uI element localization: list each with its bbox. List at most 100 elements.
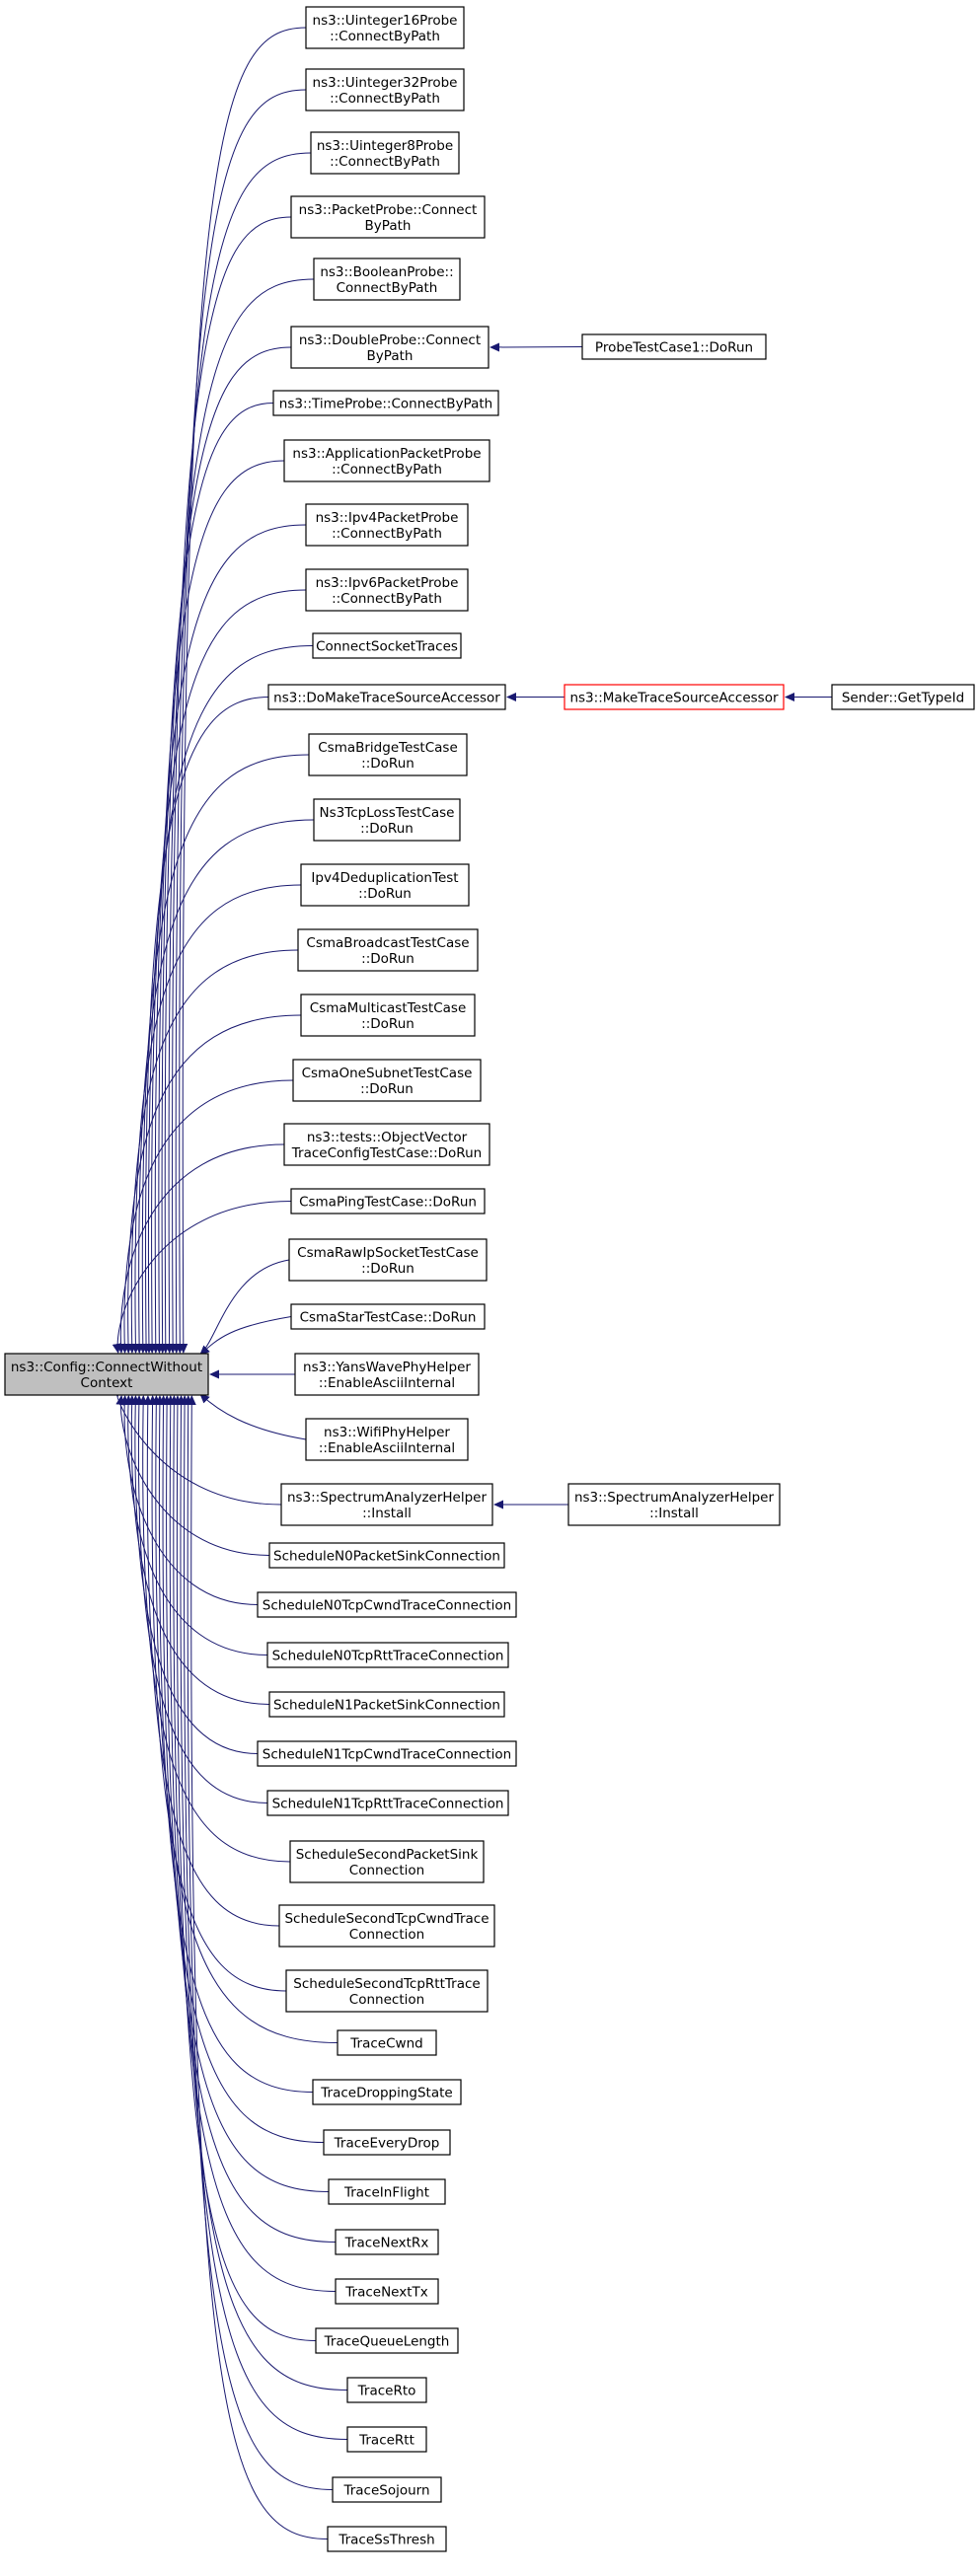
caller-node-n25[interactable]: ScheduleN0PacketSinkConnection — [268, 1542, 505, 1569]
caller-node-n14[interactable]: Ipv4DeduplicationTest::DoRun — [300, 863, 470, 907]
caller-node-n30[interactable]: ScheduleN1TcpRttTraceConnection — [266, 1790, 509, 1816]
node-label-line: Ns3TcpLossTestCase — [320, 805, 455, 821]
caller-node-n13[interactable]: Ns3TcpLossTestCase::DoRun — [313, 798, 461, 842]
caller-node-n4[interactable]: ns3::BooleanProbe::ConnectByPath — [313, 258, 461, 301]
caller-node-n17[interactable]: CsmaOneSubnetTestCase::DoRun — [292, 1059, 482, 1102]
caller-node-n29[interactable]: ScheduleN1TcpCwndTraceConnection — [257, 1740, 517, 1767]
node-label-line: ::DoRun — [360, 1081, 414, 1097]
node-box — [290, 1188, 486, 1214]
caller-node-n5[interactable]: ns3::DoubleProbe::ConnectByPath — [290, 326, 490, 369]
node-box — [305, 6, 465, 49]
third-node-k0[interactable]: Sender::GetTypeId — [831, 684, 975, 710]
node-label-line: ScheduleN0TcpCwndTraceConnection — [263, 1598, 511, 1614]
node-label-line: ns3::DoubleProbe::Connect — [299, 332, 481, 348]
node-label-line: Connection — [349, 1927, 424, 1943]
node-label-line: TraceSojourn — [342, 2483, 429, 2499]
caller-node-n6[interactable]: ns3::TimeProbe::ConnectByPath — [272, 390, 499, 416]
second-node-m1[interactable]: ns3::MakeTraceSourceAccessor — [564, 684, 785, 710]
caller-node-n40[interactable]: TraceQueueLength — [315, 2327, 459, 2354]
node-box — [292, 1059, 482, 1102]
call-edge — [161, 346, 292, 1354]
caller-node-n2[interactable]: ns3::Uinteger8Probe::ConnectByPath — [310, 131, 460, 175]
second-node-m0[interactable]: ProbeTestCase1::DoRun — [581, 333, 767, 360]
caller-node-n18[interactable]: ns3::tests::ObjectVectorTraceConfigTestC… — [283, 1123, 490, 1166]
node-box — [305, 68, 465, 111]
node-box — [312, 632, 462, 659]
node-label-line: ns3::tests::ObjectVector — [307, 1130, 468, 1145]
node-label-line: ns3::PacketProbe::Connect — [299, 202, 478, 218]
caller-node-n42[interactable]: TraceRtt — [346, 2426, 427, 2453]
call-edge — [490, 342, 583, 352]
caller-node-n19[interactable]: CsmaPingTestCase::DoRun — [290, 1188, 486, 1214]
caller-node-n34[interactable]: TraceCwnd — [337, 2029, 437, 2056]
call-edge — [119, 1395, 259, 1605]
caller-node-n37[interactable]: TraceInFlight — [328, 2178, 446, 2205]
caller-node-n0[interactable]: ns3::Uinteger16Probe::ConnectByPath — [305, 6, 465, 49]
caller-node-n39[interactable]: TraceNextTx — [335, 2278, 439, 2305]
caller-node-n16[interactable]: CsmaMulticastTestCase::DoRun — [300, 994, 476, 1037]
call-edge — [109, 1385, 282, 1506]
caller-node-n36[interactable]: TraceEveryDrop — [323, 2129, 451, 2156]
caller-node-n3[interactable]: ns3::PacketProbe::ConnectByPath — [290, 195, 486, 239]
caller-node-n12[interactable]: CsmaBridgeTestCase::DoRun — [308, 733, 468, 776]
node-label-line: ns3::DoMakeTraceSourceAccessor — [273, 691, 500, 706]
node-label-line: TraceQueueLength — [324, 2334, 450, 2350]
call-edge — [151, 524, 307, 1354]
caller-node-n7[interactable]: ns3::ApplicationPacketProbe::ConnectByPa… — [283, 439, 490, 482]
second-node-m2[interactable]: ns3::SpectrumAnalyzerHelper::Install — [567, 1483, 781, 1526]
node-label-line: ::ConnectByPath — [330, 29, 440, 44]
caller-node-n26[interactable]: ScheduleN0TcpCwndTraceConnection — [257, 1591, 517, 1618]
node-label-line: TraceDroppingState — [320, 2086, 452, 2101]
caller-node-n11[interactable]: ns3::DoMakeTraceSourceAccessor — [267, 684, 506, 710]
node-label-line: TraceSsThresh — [338, 2533, 434, 2548]
node-label-line: ConnectSocketTraces — [316, 639, 458, 655]
caller-node-n10[interactable]: ConnectSocketTraces — [312, 632, 462, 659]
node-label-line: ::ConnectByPath — [330, 154, 440, 170]
caller-node-n24[interactable]: ns3::SpectrumAnalyzerHelper::Install — [280, 1483, 493, 1526]
call-edge — [165, 278, 315, 1354]
node-box — [305, 568, 469, 612]
node-label-line: CsmaStarTestCase::DoRun — [300, 1310, 477, 1326]
node-label-line: ::DoRun — [361, 1261, 414, 1277]
caller-node-n21[interactable]: CsmaStarTestCase::DoRun — [290, 1303, 486, 1330]
caller-node-n38[interactable]: TraceNextRx — [335, 2229, 439, 2255]
node-box — [313, 258, 461, 301]
node-label-line: ns3::Ipv4PacketProbe — [316, 510, 459, 526]
node-label-line: ns3::WifiPhyHelper — [324, 1425, 450, 1440]
caller-node-n35[interactable]: TraceDroppingState — [312, 2079, 462, 2105]
node-label-line: ::ConnectByPath — [330, 91, 440, 107]
node-box — [283, 1123, 490, 1166]
node-label-line: TraceRtt — [358, 2433, 414, 2449]
call-edge — [199, 1316, 292, 1356]
node-box — [337, 2029, 437, 2056]
node-box — [257, 1591, 517, 1618]
caller-node-n41[interactable]: TraceRto — [346, 2377, 427, 2403]
caller-node-n23[interactable]: ns3::WifiPhyHelper::EnableAsciiInternal — [305, 1418, 469, 1461]
caller-node-n44[interactable]: TraceSsThresh — [327, 2526, 447, 2552]
call-edge — [199, 1259, 290, 1356]
node-box — [581, 333, 767, 360]
caller-node-n9[interactable]: ns3::Ipv6PacketProbe::ConnectByPath — [305, 568, 469, 612]
node-box — [267, 684, 506, 710]
caller-node-n43[interactable]: TraceSojourn — [332, 2476, 442, 2503]
node-label-line: ByPath — [365, 218, 412, 234]
node-label-line: ::DoRun — [360, 821, 414, 837]
caller-node-n22[interactable]: ns3::YansWavePhyHelper::EnableAsciiInter… — [294, 1353, 480, 1396]
caller-node-n8[interactable]: ns3::Ipv4PacketProbe::ConnectByPath — [305, 503, 469, 547]
caller-node-n15[interactable]: CsmaBroadcastTestCase::DoRun — [297, 928, 479, 972]
call-edge — [130, 884, 302, 1354]
call-edge — [158, 403, 274, 1354]
caller-node-n1[interactable]: ns3::Uinteger32Probe::ConnectByPath — [305, 68, 465, 111]
node-label-line: ns3::TimeProbe::ConnectByPath — [279, 397, 492, 412]
node-label-line: Connection — [349, 1992, 424, 2008]
caller-node-n27[interactable]: ScheduleN0TcpRttTraceConnection — [266, 1642, 509, 1668]
caller-node-n20[interactable]: CsmaRawIpSocketTestCase::DoRun — [288, 1238, 488, 1282]
node-label-line: ns3::Uinteger16Probe — [313, 13, 458, 29]
node-label-line: TraceNextRx — [344, 2236, 429, 2251]
caller-node-n28[interactable]: ScheduleN1PacketSinkConnection — [268, 1691, 505, 1718]
